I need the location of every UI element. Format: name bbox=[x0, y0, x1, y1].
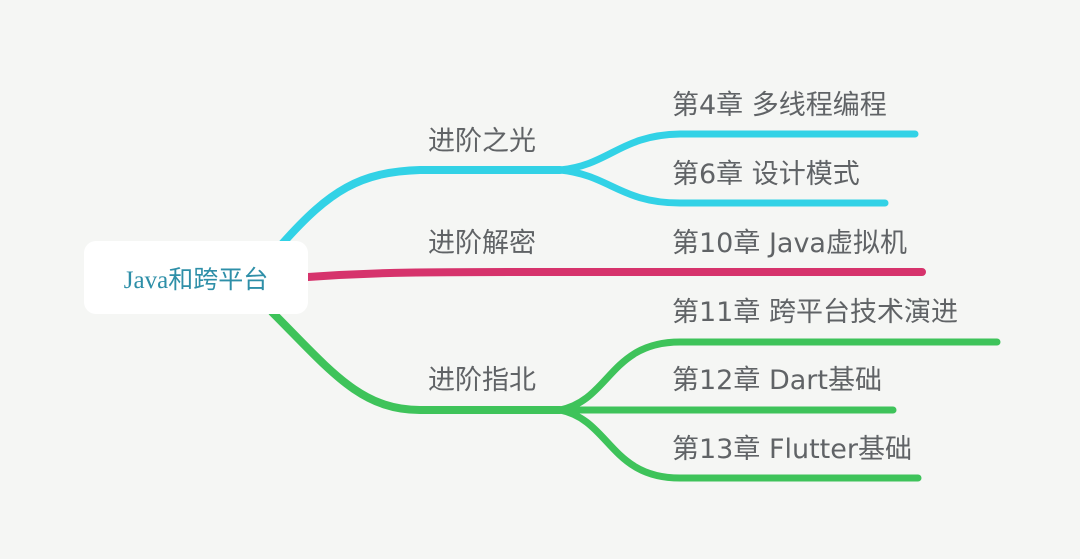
connector-branch-1-to-child-2 bbox=[556, 166, 889, 207]
child-label-chapter-13[interactable]: 第13章 Flutter基础 bbox=[672, 434, 912, 465]
branch-2-label[interactable]: 进阶解密 bbox=[428, 228, 536, 259]
branch-1-label[interactable]: 进阶之光 bbox=[428, 126, 536, 157]
child-label-chapter-6[interactable]: 第6章 设计模式 bbox=[672, 159, 860, 190]
connector-root-to-branch-1 bbox=[278, 166, 564, 248]
child-label-chapter-11[interactable]: 第11章 跨平台技术演进 bbox=[672, 297, 958, 328]
connector-branch-1-to-child-1 bbox=[556, 130, 919, 174]
connector-root-to-branch-3 bbox=[268, 308, 564, 414]
branch-3-label[interactable]: 进阶指北 bbox=[428, 365, 536, 396]
connector-branch-3-to-child-3 bbox=[556, 406, 922, 482]
root-node[interactable]: Java和跨平台 bbox=[84, 241, 308, 314]
connector-branch-3-to-child-1 bbox=[556, 338, 1001, 414]
child-label-chapter-10[interactable]: 第10章 Java虚拟机 bbox=[672, 228, 907, 259]
connector-root-to-branch-2 bbox=[304, 268, 926, 281]
root-node-label: Java和跨平台 bbox=[123, 266, 269, 294]
child-label-chapter-12[interactable]: 第12章 Dart基础 bbox=[672, 365, 882, 396]
child-label-chapter-4[interactable]: 第4章 多线程编程 bbox=[672, 90, 887, 121]
